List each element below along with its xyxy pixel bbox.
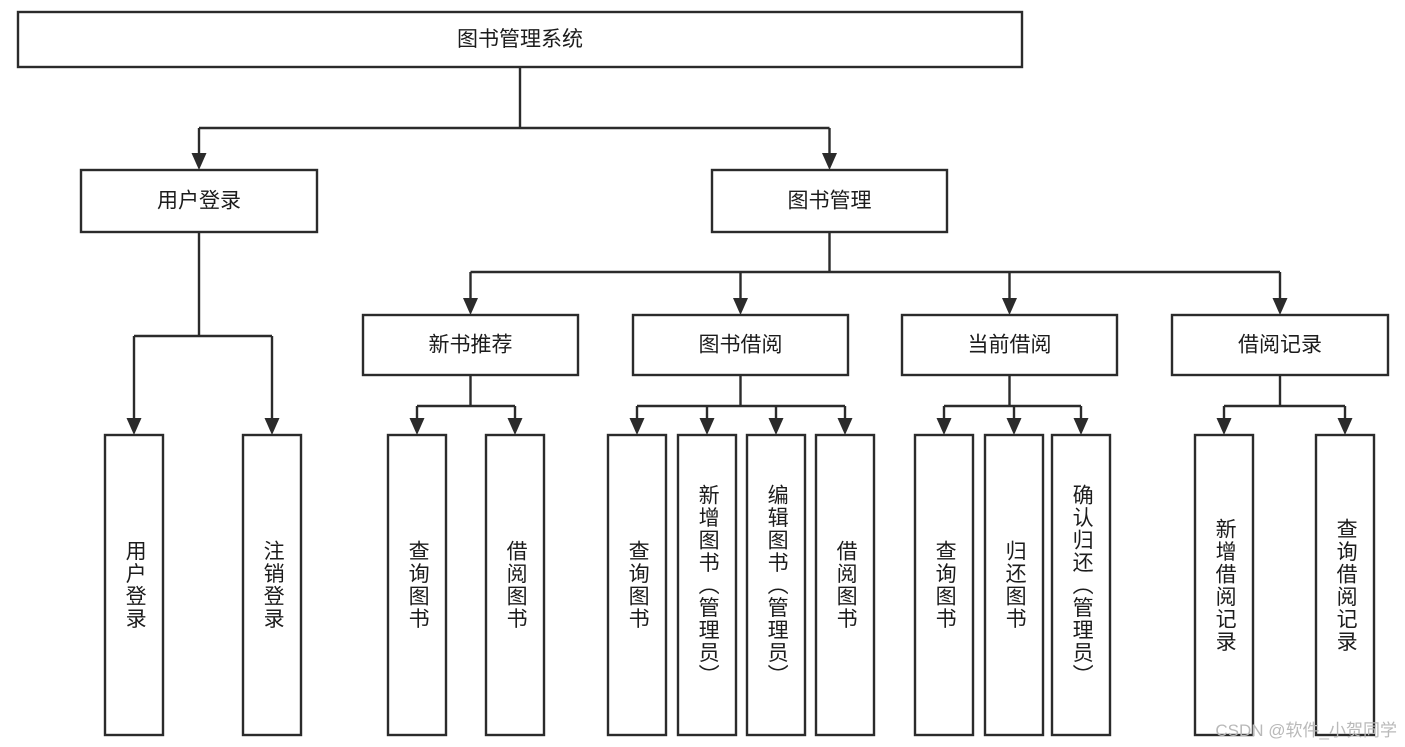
arrow-head-icon xyxy=(507,418,523,435)
node-label-root: 图书管理系统 xyxy=(457,28,583,51)
node-box-leaf-edit-book-admin[interactable] xyxy=(745,433,807,737)
node-box-book-borrow[interactable] xyxy=(631,313,850,377)
node-box-current-borrow[interactable] xyxy=(900,313,1119,377)
arrow-head-icon xyxy=(1002,298,1017,315)
node-box-leaf-add-book-admin[interactable] xyxy=(676,433,738,737)
node-box-user-login[interactable] xyxy=(79,168,319,234)
arrow-head-icon xyxy=(264,418,280,435)
node-box-leaf-add-borrow-record[interactable] xyxy=(1193,433,1255,737)
arrow-head-icon xyxy=(837,418,853,435)
node-box-new-book-rec[interactable] xyxy=(361,313,580,377)
arrow-head-icon xyxy=(936,418,952,435)
node-label-current-borrow: 当前借阅 xyxy=(968,334,1052,357)
arrow-head-icon xyxy=(733,298,748,315)
node-label-new-book-rec: 新书推荐 xyxy=(429,334,513,357)
connector-layer xyxy=(126,67,1353,435)
node-box-leaf-query-book-1[interactable] xyxy=(386,433,448,737)
arrow-head-icon xyxy=(1216,418,1232,435)
arrow-head-icon xyxy=(768,418,784,435)
node-box-root[interactable] xyxy=(16,10,1024,69)
node-box-book-manage[interactable] xyxy=(710,168,949,234)
node-layer xyxy=(16,10,1390,737)
node-box-leaf-return-book[interactable] xyxy=(983,433,1045,737)
arrow-head-icon xyxy=(126,418,142,435)
arrow-head-icon xyxy=(699,418,715,435)
arrow-head-icon xyxy=(1073,418,1089,435)
node-box-leaf-query-book-2[interactable] xyxy=(606,433,668,737)
arrow-head-icon xyxy=(1337,418,1353,435)
arrow-head-icon xyxy=(629,418,645,435)
node-box-leaf-borrow-book-1[interactable] xyxy=(484,433,546,737)
node-box-leaf-borrow-book-2[interactable] xyxy=(814,433,876,737)
arrow-head-icon xyxy=(463,298,478,315)
node-box-leaf-query-borrow-record[interactable] xyxy=(1314,433,1376,737)
node-box-leaf-user-logout[interactable] xyxy=(241,433,303,737)
node-label-borrow-record: 借阅记录 xyxy=(1238,334,1322,357)
csdn-watermark: CSDN @软件_小贺同学 xyxy=(1215,721,1397,740)
arrow-head-icon xyxy=(409,418,425,435)
arrow-head-icon xyxy=(822,153,837,170)
node-label-book-borrow: 图书借阅 xyxy=(699,334,783,357)
node-box-leaf-confirm-return-admin[interactable] xyxy=(1050,433,1112,737)
node-box-leaf-query-book-3[interactable] xyxy=(913,433,975,737)
arrow-head-icon xyxy=(1006,418,1022,435)
node-box-borrow-record[interactable] xyxy=(1170,313,1390,377)
arrow-head-icon xyxy=(1272,298,1288,315)
node-label-user-login: 用户登录 xyxy=(157,190,241,213)
node-box-leaf-user-login[interactable] xyxy=(103,433,165,737)
arrow-head-icon xyxy=(191,153,207,170)
node-label-book-manage: 图书管理 xyxy=(788,190,872,213)
